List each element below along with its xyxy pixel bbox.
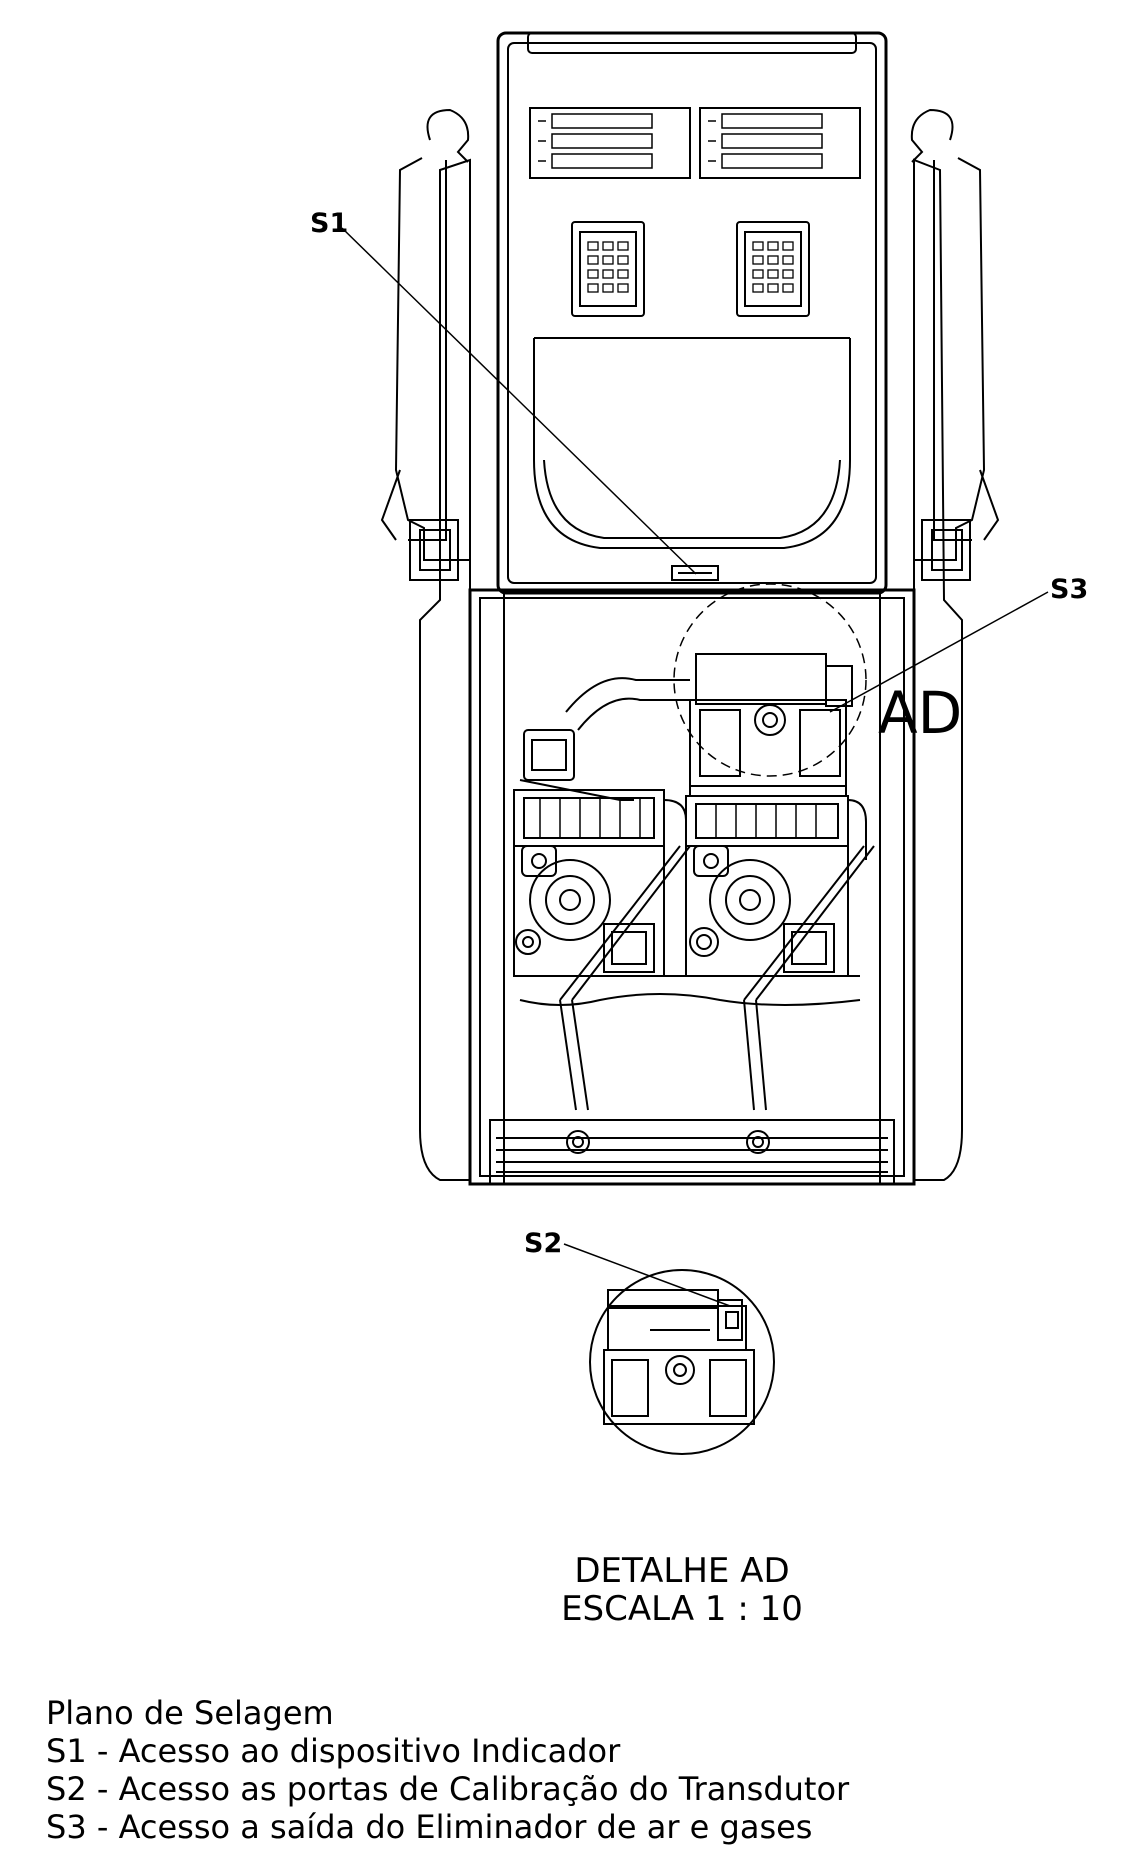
detail-ad-view: [589, 1269, 775, 1455]
s3-leader-line: [829, 591, 1049, 713]
left-nozzle-holster: [380, 108, 471, 1181]
detail-caption: DETALHE AD ESCALA 1 : 10: [540, 1552, 824, 1628]
legend-item-s2: S2 - Acesso as portas de Calibração do T…: [46, 1770, 850, 1808]
sealing-plan-legend: Plano de Selagem S1 - Acesso ao disposit…: [46, 1694, 849, 1846]
callout-s3: S3: [1050, 574, 1089, 605]
head-lower-panel: [533, 337, 851, 581]
dispenser-housing: [468, 31, 916, 1186]
price-display-panels: [529, 107, 861, 179]
legend-item-s3: S3 - Acesso a saída do Eliminador de ar …: [46, 1808, 813, 1846]
legend-item-s1: S1 - Acesso ao dispositivo Indicador: [46, 1732, 621, 1770]
callout-s2: S2: [524, 1228, 563, 1259]
callout-leaders: [341, 227, 1049, 1307]
detail-scale: ESCALA 1 : 10: [561, 1589, 803, 1629]
s1-leader-line: [341, 227, 697, 575]
right-nozzle-holster: [910, 108, 1000, 1181]
detail-title: DETALHE AD: [574, 1551, 790, 1591]
detail-ad-marker: AD: [878, 679, 963, 747]
s2-leader-line: [563, 1243, 731, 1307]
keypads: [571, 221, 810, 317]
hydraulic-section: [513, 583, 875, 1111]
legend-title: Plano de Selagem: [46, 1694, 334, 1732]
callout-s1: S1: [310, 208, 349, 239]
